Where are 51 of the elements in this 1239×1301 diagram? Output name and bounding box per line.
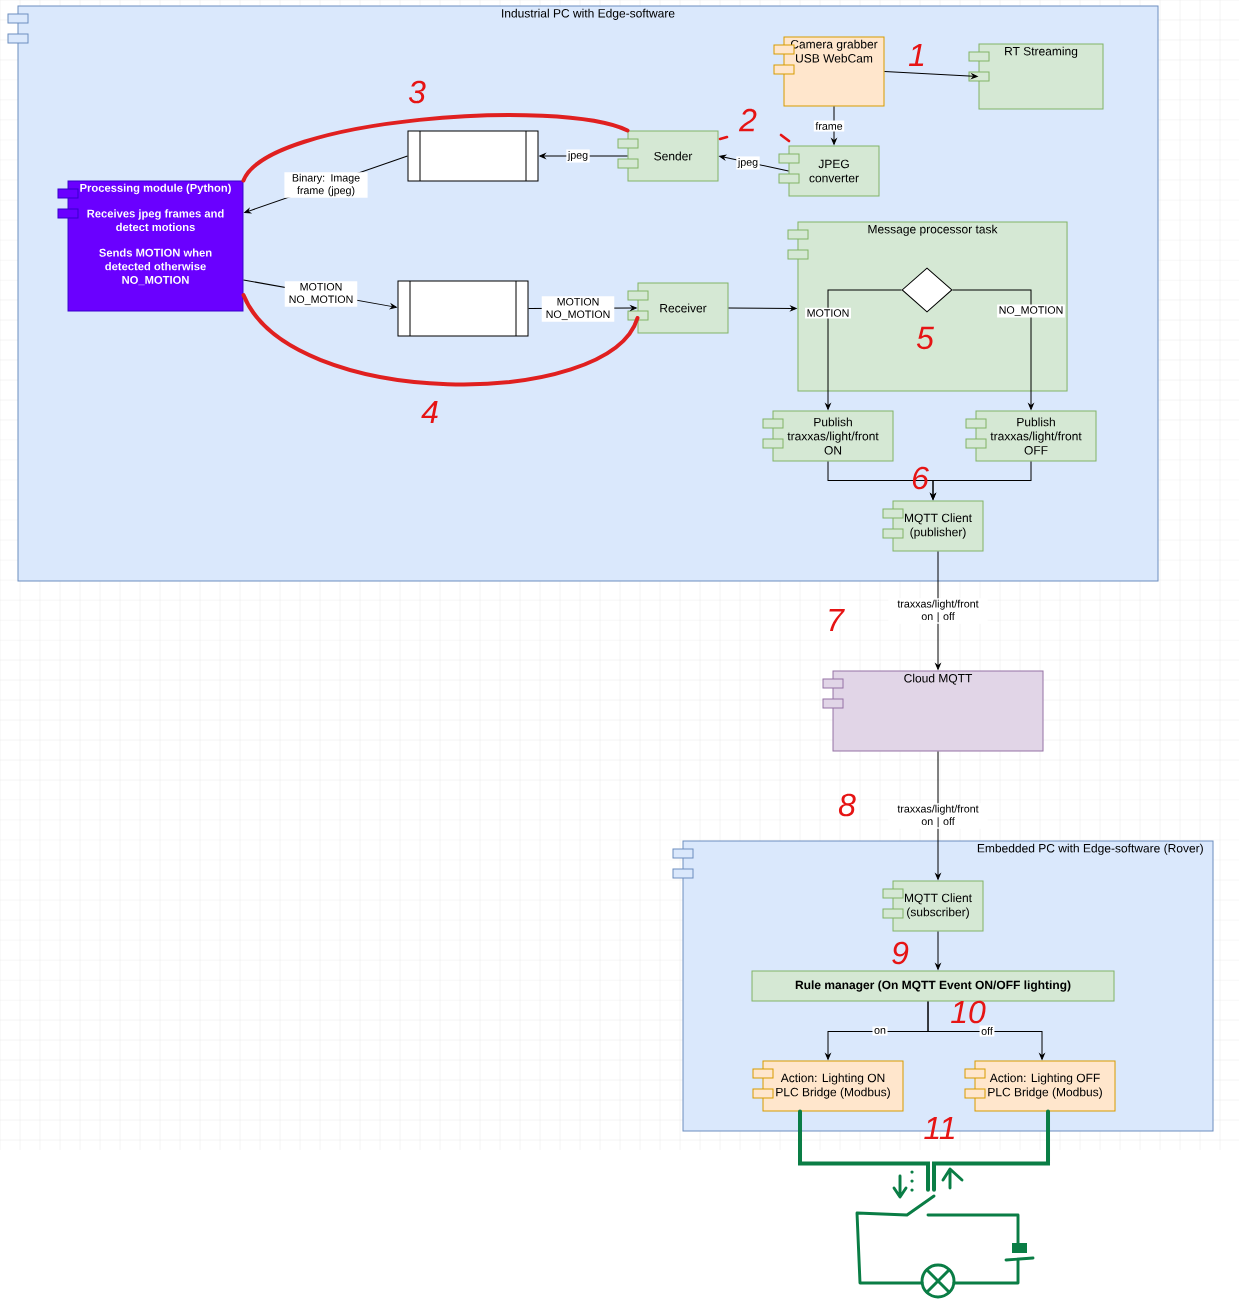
callout-number: 5	[916, 326, 934, 350]
component-box: MQTT Client (subscriber)	[882, 880, 984, 932]
annotation-curve	[241, 293, 640, 387]
edge-label: MOTION NO_MOTION	[541, 296, 615, 322]
wire	[932, 1109, 1050, 1192]
process-box	[407, 130, 539, 182]
callout-number: 3	[408, 80, 426, 104]
edge-label: traxxas/light/front on | off	[888, 803, 988, 829]
edge-label: Binary: Image frame (jpeg)	[284, 172, 368, 198]
arrow	[930, 461, 1032, 500]
component-box: Publish traxxas/light/front ON	[762, 410, 894, 462]
edge-label: off	[979, 1025, 995, 1037]
arrow	[935, 931, 941, 970]
arrow	[952, 289, 1034, 410]
component-box: Action: Lighting OFF PLC Bridge (Modbus)	[964, 1060, 1116, 1112]
component-box: Processing module (Python) Receives jpeg frames and detect motions Sends MOTION when detected otherwise NO_MOTION	[57, 180, 244, 312]
callout-number: 2	[738, 108, 757, 132]
edge-label: on	[872, 1026, 888, 1036]
edge-label: jpeg	[736, 156, 760, 170]
annotation-curve	[241, 113, 630, 183]
process-box	[397, 280, 529, 337]
callout-number: 4	[421, 401, 438, 423]
component-box: Receiver	[627, 282, 729, 334]
edge-label: traxxas/light/front on | off	[888, 598, 988, 624]
component-box: Cloud MQTT	[822, 670, 1044, 752]
component-box: Action: Lighting ON PLC Bridge (Modbus)	[752, 1060, 904, 1112]
callout-number: 9	[892, 941, 909, 965]
component-box: MQTT Client (publisher)	[882, 500, 984, 552]
arrow	[728, 305, 797, 312]
callout-number: 8	[838, 793, 856, 817]
arrow	[539, 153, 628, 159]
edge-label: frame	[813, 120, 845, 132]
callout-number: 7	[829, 609, 845, 631]
arrow	[884, 71, 978, 79]
decision-diamond	[901, 267, 953, 313]
arrow	[719, 154, 789, 172]
component-box: JPEG converter	[778, 145, 880, 197]
edge-label: jpeg	[566, 149, 590, 163]
arrow	[825, 289, 902, 410]
edge-label: MOTION NO_MOTION	[284, 281, 358, 307]
wire	[798, 1109, 930, 1192]
component-box: Publish traxxas/light/front OFF	[965, 410, 1097, 462]
callout-number: 1	[908, 44, 924, 66]
arrow	[831, 106, 837, 145]
component-box: RT Streaming	[968, 43, 1104, 110]
circuit-drawing	[855, 1194, 1035, 1299]
component-box: Sender	[617, 130, 719, 182]
callout-number: 10	[951, 1000, 986, 1024]
arrow	[927, 1001, 1045, 1060]
component-box: Camera grabber USB WebCam	[773, 36, 885, 107]
edge-label: MOTION	[805, 307, 851, 319]
